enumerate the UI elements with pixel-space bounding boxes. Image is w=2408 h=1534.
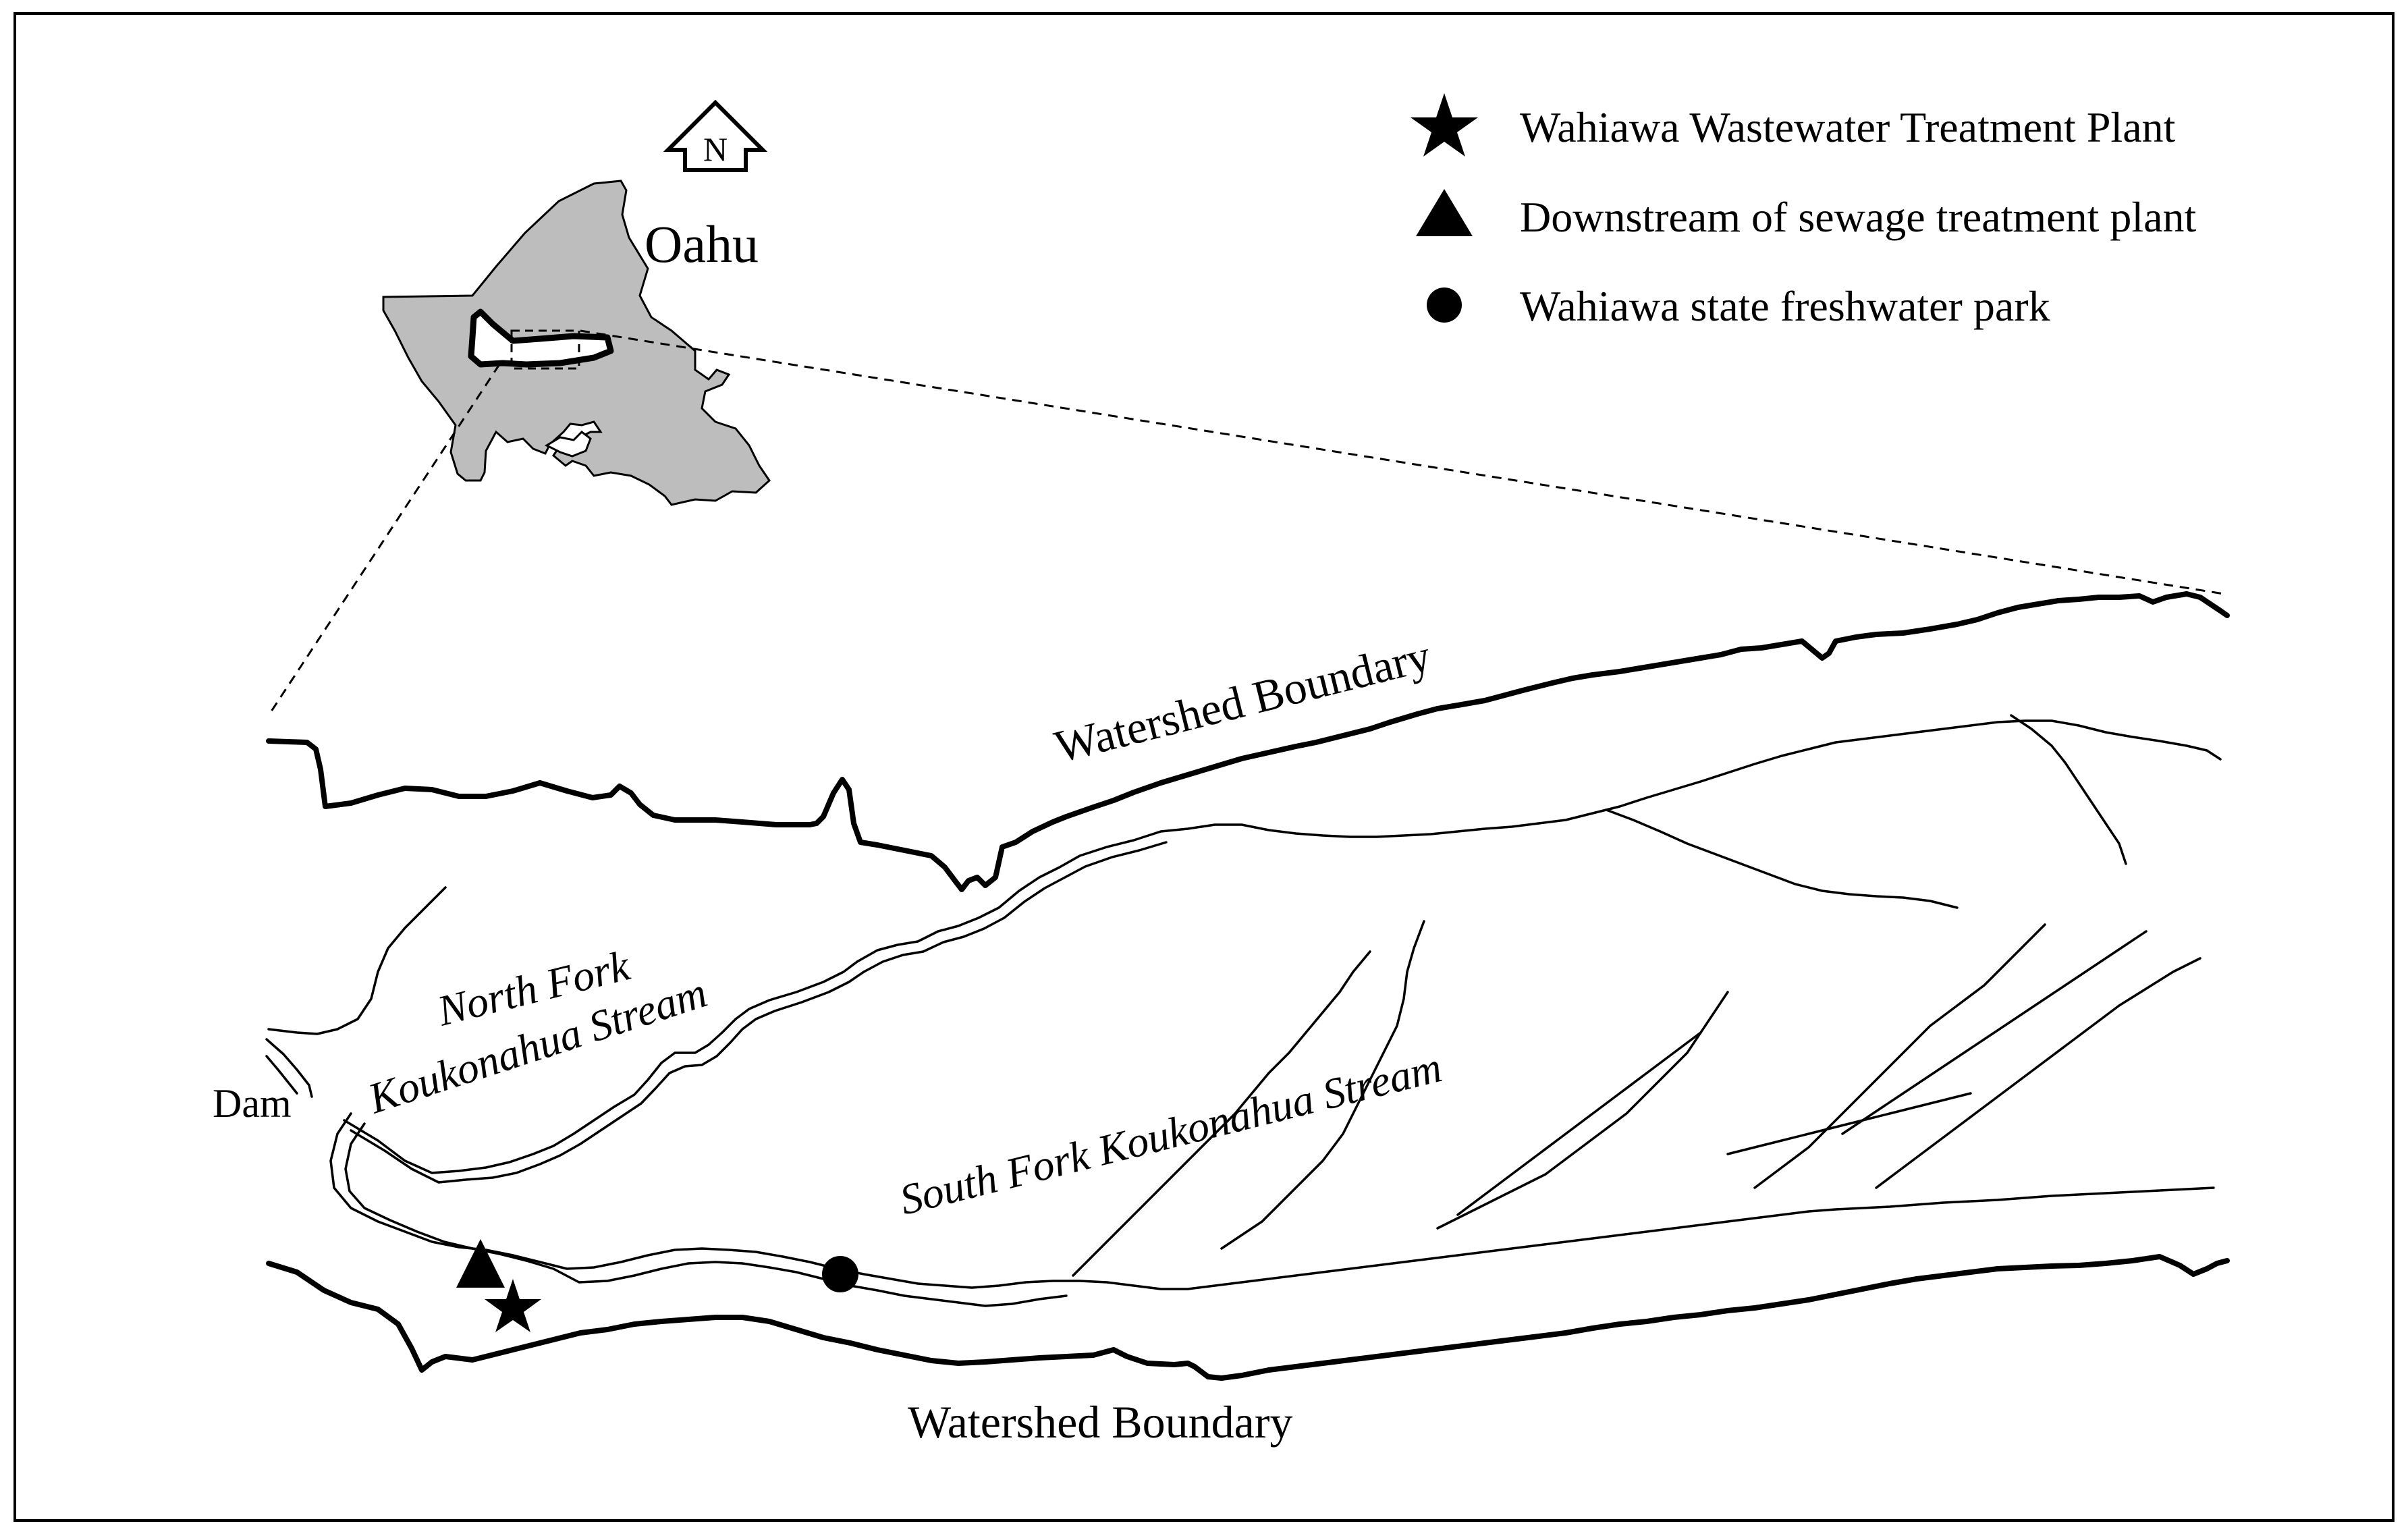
dam-label: Dam	[213, 1081, 292, 1126]
legend-label-star: Wahiawa Wastewater Treatment Plant	[1520, 103, 2176, 151]
north-fork-stream-lower	[350, 841, 1168, 1184]
legend-triangle-icon	[1416, 189, 1473, 236]
south-tributary-5	[1841, 930, 2147, 1135]
island-label: Oahu	[645, 215, 759, 273]
north-tributary-1	[1605, 809, 1959, 909]
legend: Wahiawa Wastewater Treatment Plant Downs…	[1411, 93, 2197, 330]
south-tributary-4	[1753, 923, 2046, 1189]
dam-tributary	[267, 886, 447, 1035]
watershed-inset-outline	[468, 308, 614, 368]
legend-circle-icon	[1427, 287, 1462, 323]
leader-line-left	[267, 364, 501, 716]
north-arrow-letter: N	[703, 130, 728, 168]
legend-label-circle: Wahiawa state freshwater park	[1520, 282, 2050, 330]
oahu-inset: Oahu	[382, 180, 771, 506]
north-tributary-2	[2010, 714, 2127, 865]
south-fork-stream-lower	[344, 1122, 1068, 1307]
south-tributary-6	[1875, 957, 2201, 1189]
watershed-boundary-south	[266, 1254, 2230, 1381]
south-tributary-2	[1220, 920, 1425, 1250]
downstream-site-triangle	[456, 1239, 505, 1288]
freshwater-park-circle	[822, 1256, 858, 1292]
watershed-boundary-north	[266, 591, 2230, 892]
dam-outlet-lower	[265, 1055, 298, 1095]
watershed-bottom-label: Watershed Boundary	[908, 1396, 1292, 1448]
north-fork-stream-upper	[343, 719, 2222, 1174]
leader-line-right	[580, 329, 2224, 595]
south-tributary-7	[1726, 1092, 1972, 1155]
dam-outlet-upper	[265, 1038, 313, 1098]
legend-label-triangle: Downstream of sewage treatment plant	[1520, 193, 2197, 241]
south-tributary-1	[1072, 950, 1371, 1277]
wastewater-plant-star	[485, 1279, 541, 1332]
north-arrow-icon: N	[663, 99, 768, 172]
south-tributary-3	[1436, 991, 1729, 1230]
pearl-harbor-shape	[544, 431, 592, 458]
legend-star-icon	[1411, 93, 1478, 157]
inset-zoom-box	[510, 329, 580, 370]
south-tributary-8	[1456, 1031, 1702, 1216]
south-fork-stream-upper	[329, 1112, 2215, 1290]
